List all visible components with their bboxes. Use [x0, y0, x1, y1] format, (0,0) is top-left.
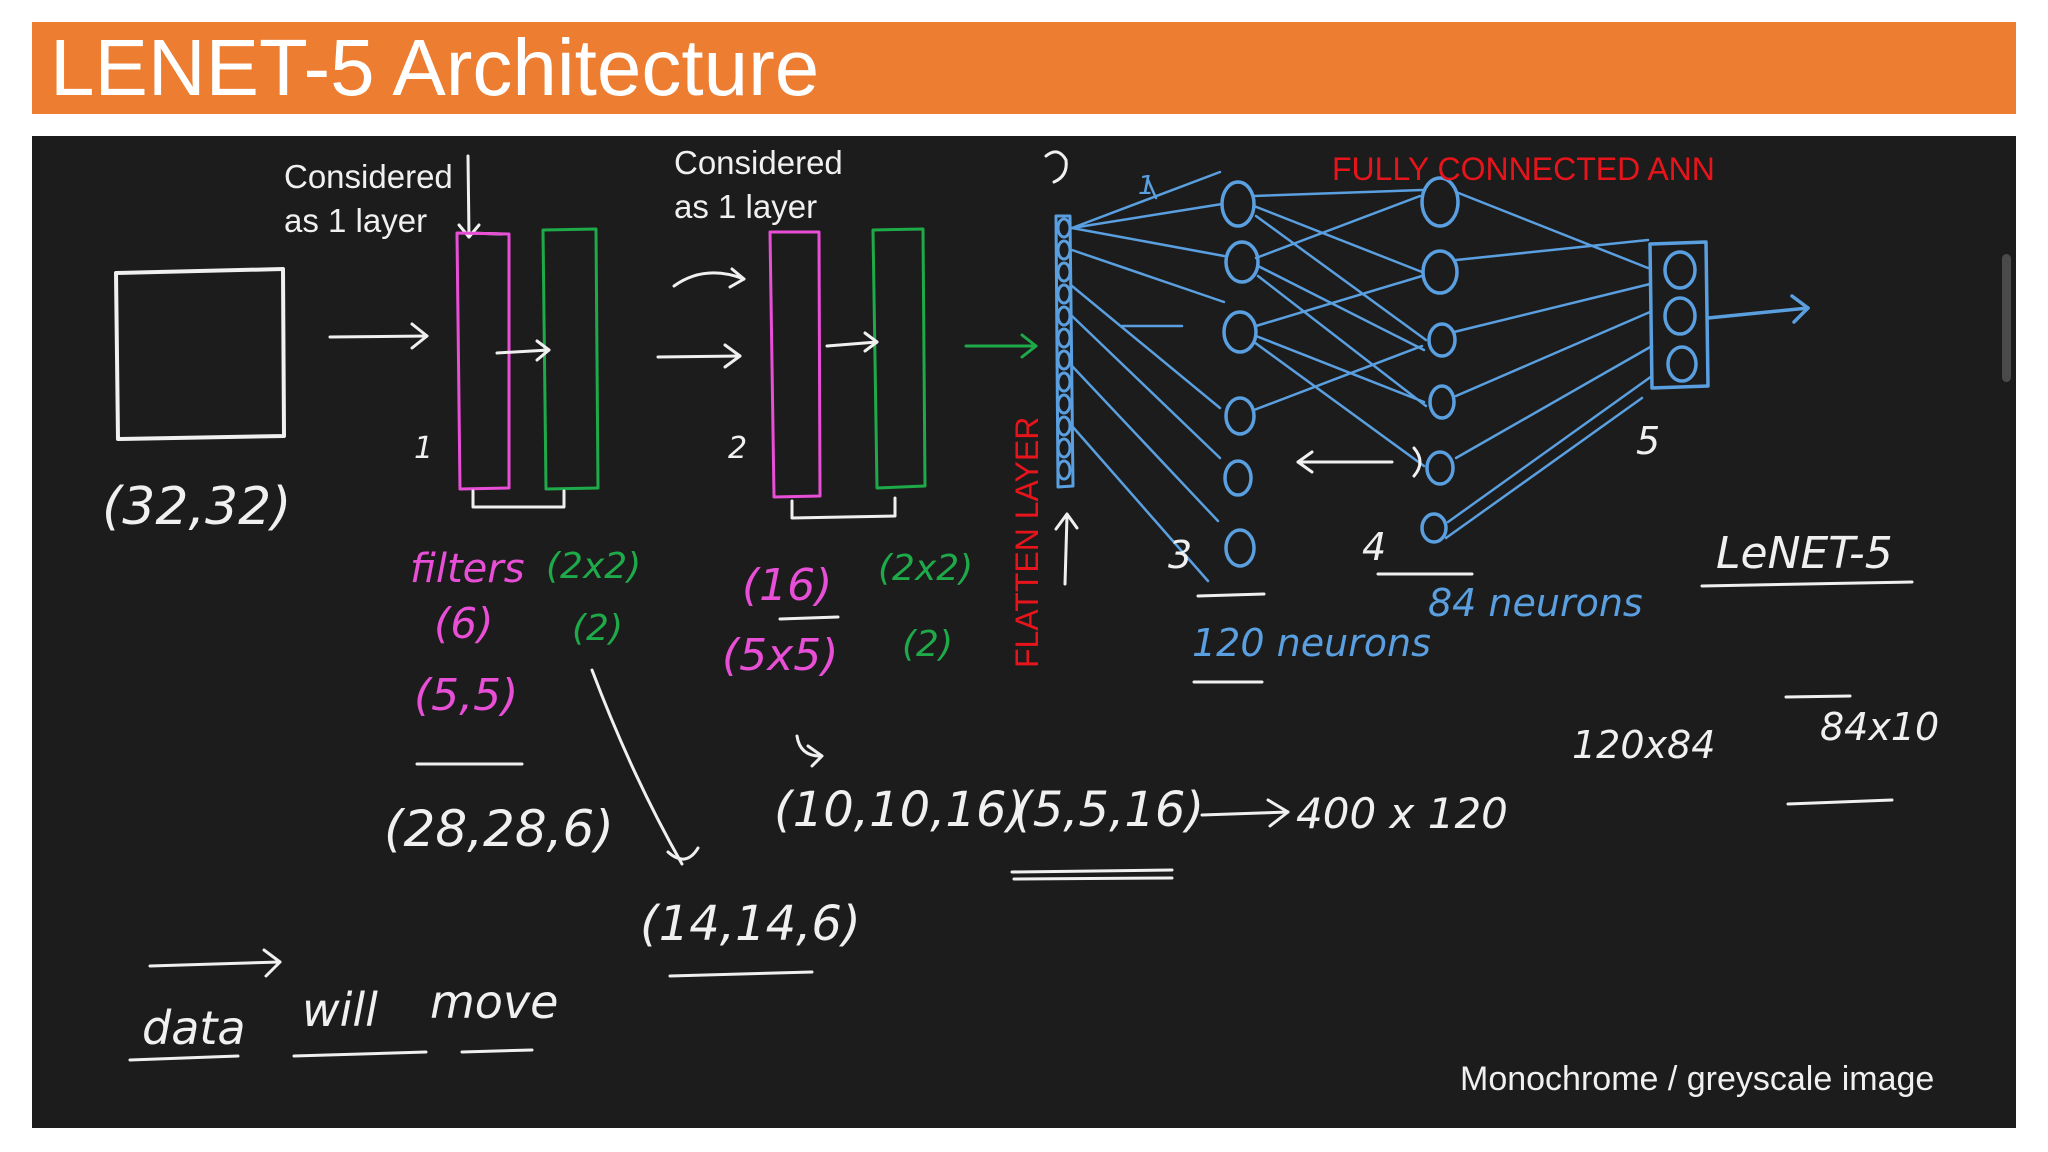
connector-curve-conv2	[795, 734, 824, 768]
pool2-layer	[871, 227, 927, 490]
note-will: will	[302, 983, 378, 1037]
note-mark-5: 5	[1636, 419, 1660, 463]
arrow-flatten-dense	[1200, 798, 1290, 828]
note-shape-10: (10,10,16)	[774, 782, 1025, 838]
note-filters: filters	[410, 546, 525, 592]
footer-caption: Monochrome / greyscale image	[1460, 1060, 1934, 1098]
page-title: LENET-5 Architecture	[50, 23, 820, 112]
note-num1: 1	[414, 431, 433, 466]
note-input-shape: (32,32)	[102, 477, 291, 537]
connector-curve-pool	[590, 668, 700, 866]
dense-84-neurons	[1420, 176, 1460, 544]
note-mark-1: 1	[1138, 171, 1155, 201]
note-filters-16: (16)	[742, 560, 832, 611]
note-pool2-stride: (2)	[902, 624, 953, 665]
note-num2: 2	[728, 431, 747, 466]
connections-flatten-120	[1070, 170, 1226, 583]
considered-label-1-line1: Considered	[284, 158, 453, 195]
note-shape-5: (5,5,16)	[1014, 782, 1204, 838]
conv2-layer	[768, 230, 822, 499]
scrollbar-thumb[interactable]	[2002, 254, 2011, 382]
bracket-1	[471, 489, 566, 509]
arrow-input-conv1	[328, 322, 429, 350]
underlines	[128, 572, 1914, 1062]
mark-2-arrow	[1044, 150, 1068, 184]
connections-120-84	[1252, 188, 1428, 468]
note-data: data	[142, 1001, 246, 1055]
note-mark-3: 3	[1168, 533, 1192, 577]
whiteboard: Considered as 1 layer Considered as 1 la…	[32, 136, 2016, 1128]
note-shape-14: (14,14,6)	[640, 896, 861, 952]
title-bar: LENET-5 Architecture	[32, 22, 2016, 114]
note-filters-6: (6)	[434, 599, 494, 648]
output-layer	[1648, 240, 1710, 390]
pool1-layer	[541, 227, 600, 491]
note-kernel-5x5: (5x5)	[722, 630, 838, 681]
note-shape-28: (28,28,6)	[384, 800, 614, 858]
note-pool2: (2x2)	[878, 548, 973, 589]
input-image-box	[114, 267, 286, 441]
note-pool1: (2x2)	[546, 546, 641, 587]
considered-label-2-line2: as 1 layer	[674, 188, 817, 225]
arrow-output	[1706, 294, 1810, 324]
bracket-2	[790, 496, 897, 520]
dense-120-neurons	[1220, 180, 1260, 568]
note-move: move	[430, 975, 558, 1029]
flatten-layer-label: FLATTEN LAYER	[1009, 417, 1045, 668]
arrow-conv2-pool2	[825, 331, 879, 353]
arrow-conv1-pool1	[495, 339, 551, 362]
lenet-sketch: Considered as 1 layer Considered as 1 la…	[102, 144, 1939, 1098]
double-arrow-neurons	[1296, 446, 1422, 478]
note-kernel-55: (5,5)	[414, 670, 518, 721]
note-lenet: LeNET-5	[1716, 528, 1893, 579]
note-pool1-stride: (2)	[572, 608, 623, 649]
note-neurons-120: 120 neurons	[1192, 621, 1431, 665]
note-dense-84x10: 84x10	[1820, 705, 1939, 749]
fully-connected-label: FULLY CONNECTED ANN	[1332, 151, 1715, 187]
note-dense-400: 400 x 120	[1296, 789, 1508, 838]
connections-84-output	[1444, 190, 1654, 540]
arrow-pool2-flatten	[964, 333, 1038, 359]
note-neurons-84: 84 neurons	[1428, 581, 1643, 625]
arrow-pool1-conv2	[656, 343, 742, 369]
note-mark-4: 4	[1362, 525, 1386, 569]
arrow-up-flatten	[1054, 512, 1079, 586]
arrow-considered1	[457, 154, 504, 239]
flatten-layer	[1054, 214, 1075, 489]
considered-label-2-line1: Considered	[674, 144, 843, 181]
conv1-layer	[455, 231, 511, 491]
considered-label-1-line2: as 1 layer	[284, 202, 427, 239]
arrow-considered2	[672, 267, 746, 289]
note-dense-120x84: 120x84	[1572, 723, 1715, 767]
arrow-data-move	[148, 948, 282, 978]
